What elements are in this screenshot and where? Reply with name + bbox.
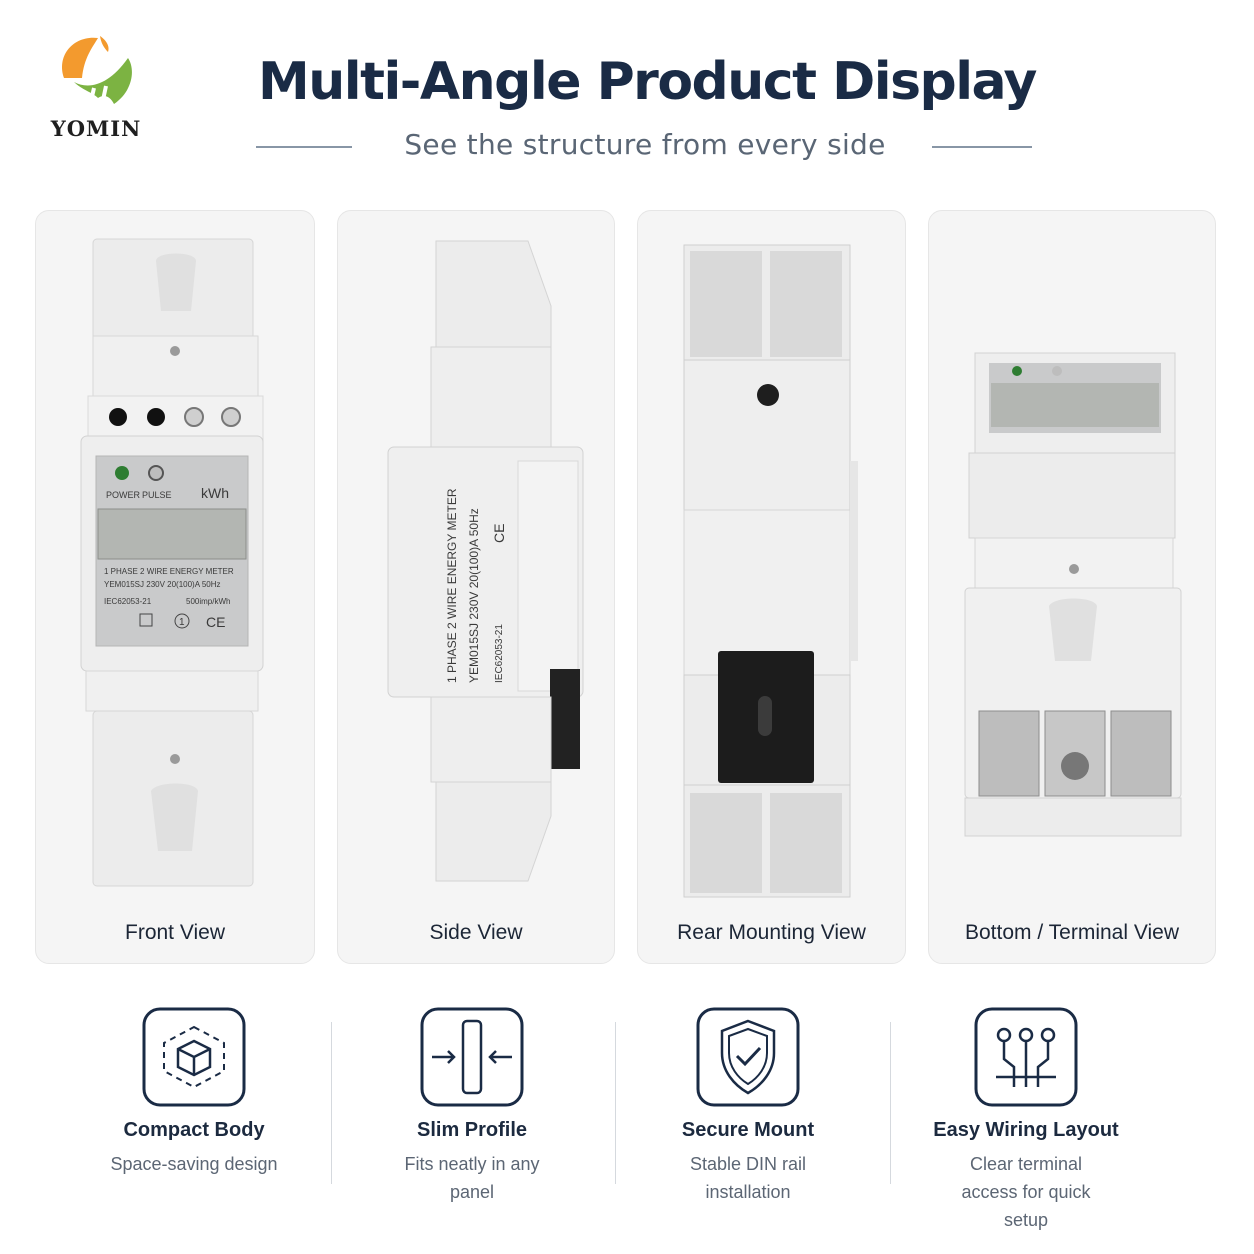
feature-divider: [331, 1022, 332, 1184]
brand-name: YOMIN: [50, 116, 142, 141]
meter-pulse-label: PULSE: [142, 490, 172, 500]
feature-slim-profile: Slim Profile Fits neatly in any panel: [352, 1007, 592, 1206]
subtitle-rule-right: [932, 146, 1032, 148]
meter-class: 1: [179, 617, 185, 628]
side-label-line2: YEM015SJ 230V 20(100)A 50Hz: [467, 508, 481, 683]
meter-model-line2: YEM015SJ 230V 20(100)A 50Hz: [104, 580, 221, 589]
feature-compact-body: Compact Body Space-saving design: [74, 1007, 314, 1178]
side-label-line3: IEC62053-21: [494, 624, 505, 683]
meter-ce-mark: CE: [206, 614, 225, 630]
feature-easy-wiring: Easy Wiring Layout Clear terminal access…: [906, 1007, 1146, 1234]
shield-check-icon: [696, 1007, 800, 1107]
feature-divider: [615, 1022, 616, 1184]
meter-side-image: 1 PHASE 2 WIRE ENERGY METER YEM015SJ 230…: [387, 240, 584, 882]
view-caption-front: Front View: [125, 921, 225, 944]
feature-title: Easy Wiring Layout: [933, 1119, 1119, 1141]
slim-profile-icon: [420, 1007, 524, 1107]
meter-unit-label: kWh: [201, 485, 229, 501]
feature-secure-mount: Secure Mount Stable DIN rail installatio…: [628, 1007, 868, 1206]
view-caption-rear: Rear Mounting View: [677, 921, 866, 944]
meter-standard: IEC62053-21: [104, 597, 152, 606]
feature-divider: [890, 1022, 891, 1184]
page-title: Multi-Angle Product Display: [258, 52, 1037, 112]
page-subtitle: See the structure from every side: [404, 128, 886, 161]
subtitle-rule-left: [256, 146, 352, 148]
view-caption-bottom: Bottom / Terminal View: [965, 921, 1179, 944]
view-caption-side: Side View: [429, 921, 523, 944]
meter-bottom-image: [964, 352, 1182, 837]
cube-icon: [142, 1007, 246, 1107]
feature-title: Slim Profile: [416, 1119, 528, 1141]
feature-desc: Fits neatly in any panel: [404, 1154, 540, 1202]
view-card-front: POWER PULSE kWh 1 PHASE 2 WIRE ENERGY ME…: [35, 210, 315, 964]
feature-title: Secure Mount: [681, 1119, 815, 1141]
feature-desc: Stable DIN rail installation: [689, 1154, 807, 1202]
brand-logo: YOMIN: [40, 30, 160, 145]
wiring-terminal-icon: [974, 1007, 1078, 1107]
feature-desc: Clear terminal access for quick setup: [961, 1154, 1091, 1230]
feature-title: Compact Body: [123, 1119, 265, 1141]
view-card-rear: Rear Mounting View: [637, 210, 906, 964]
logo-mark-icon: [62, 36, 132, 115]
side-label-ce: CE: [491, 524, 507, 543]
meter-power-label: POWER: [106, 490, 141, 500]
feature-desc: Space-saving design: [110, 1154, 278, 1174]
side-label-line1: 1 PHASE 2 WIRE ENERGY METER: [445, 488, 459, 683]
view-card-side: 1 PHASE 2 WIRE ENERGY METER YEM015SJ 230…: [337, 210, 615, 964]
view-card-bottom: Bottom / Terminal View: [928, 210, 1216, 964]
meter-imp-rate: 500imp/kWh: [186, 597, 230, 606]
meter-front-image: POWER PULSE kWh 1 PHASE 2 WIRE ENERGY ME…: [80, 238, 264, 887]
meter-rear-image: [683, 244, 858, 898]
meter-model-line1: 1 PHASE 2 WIRE ENERGY METER: [104, 567, 234, 576]
